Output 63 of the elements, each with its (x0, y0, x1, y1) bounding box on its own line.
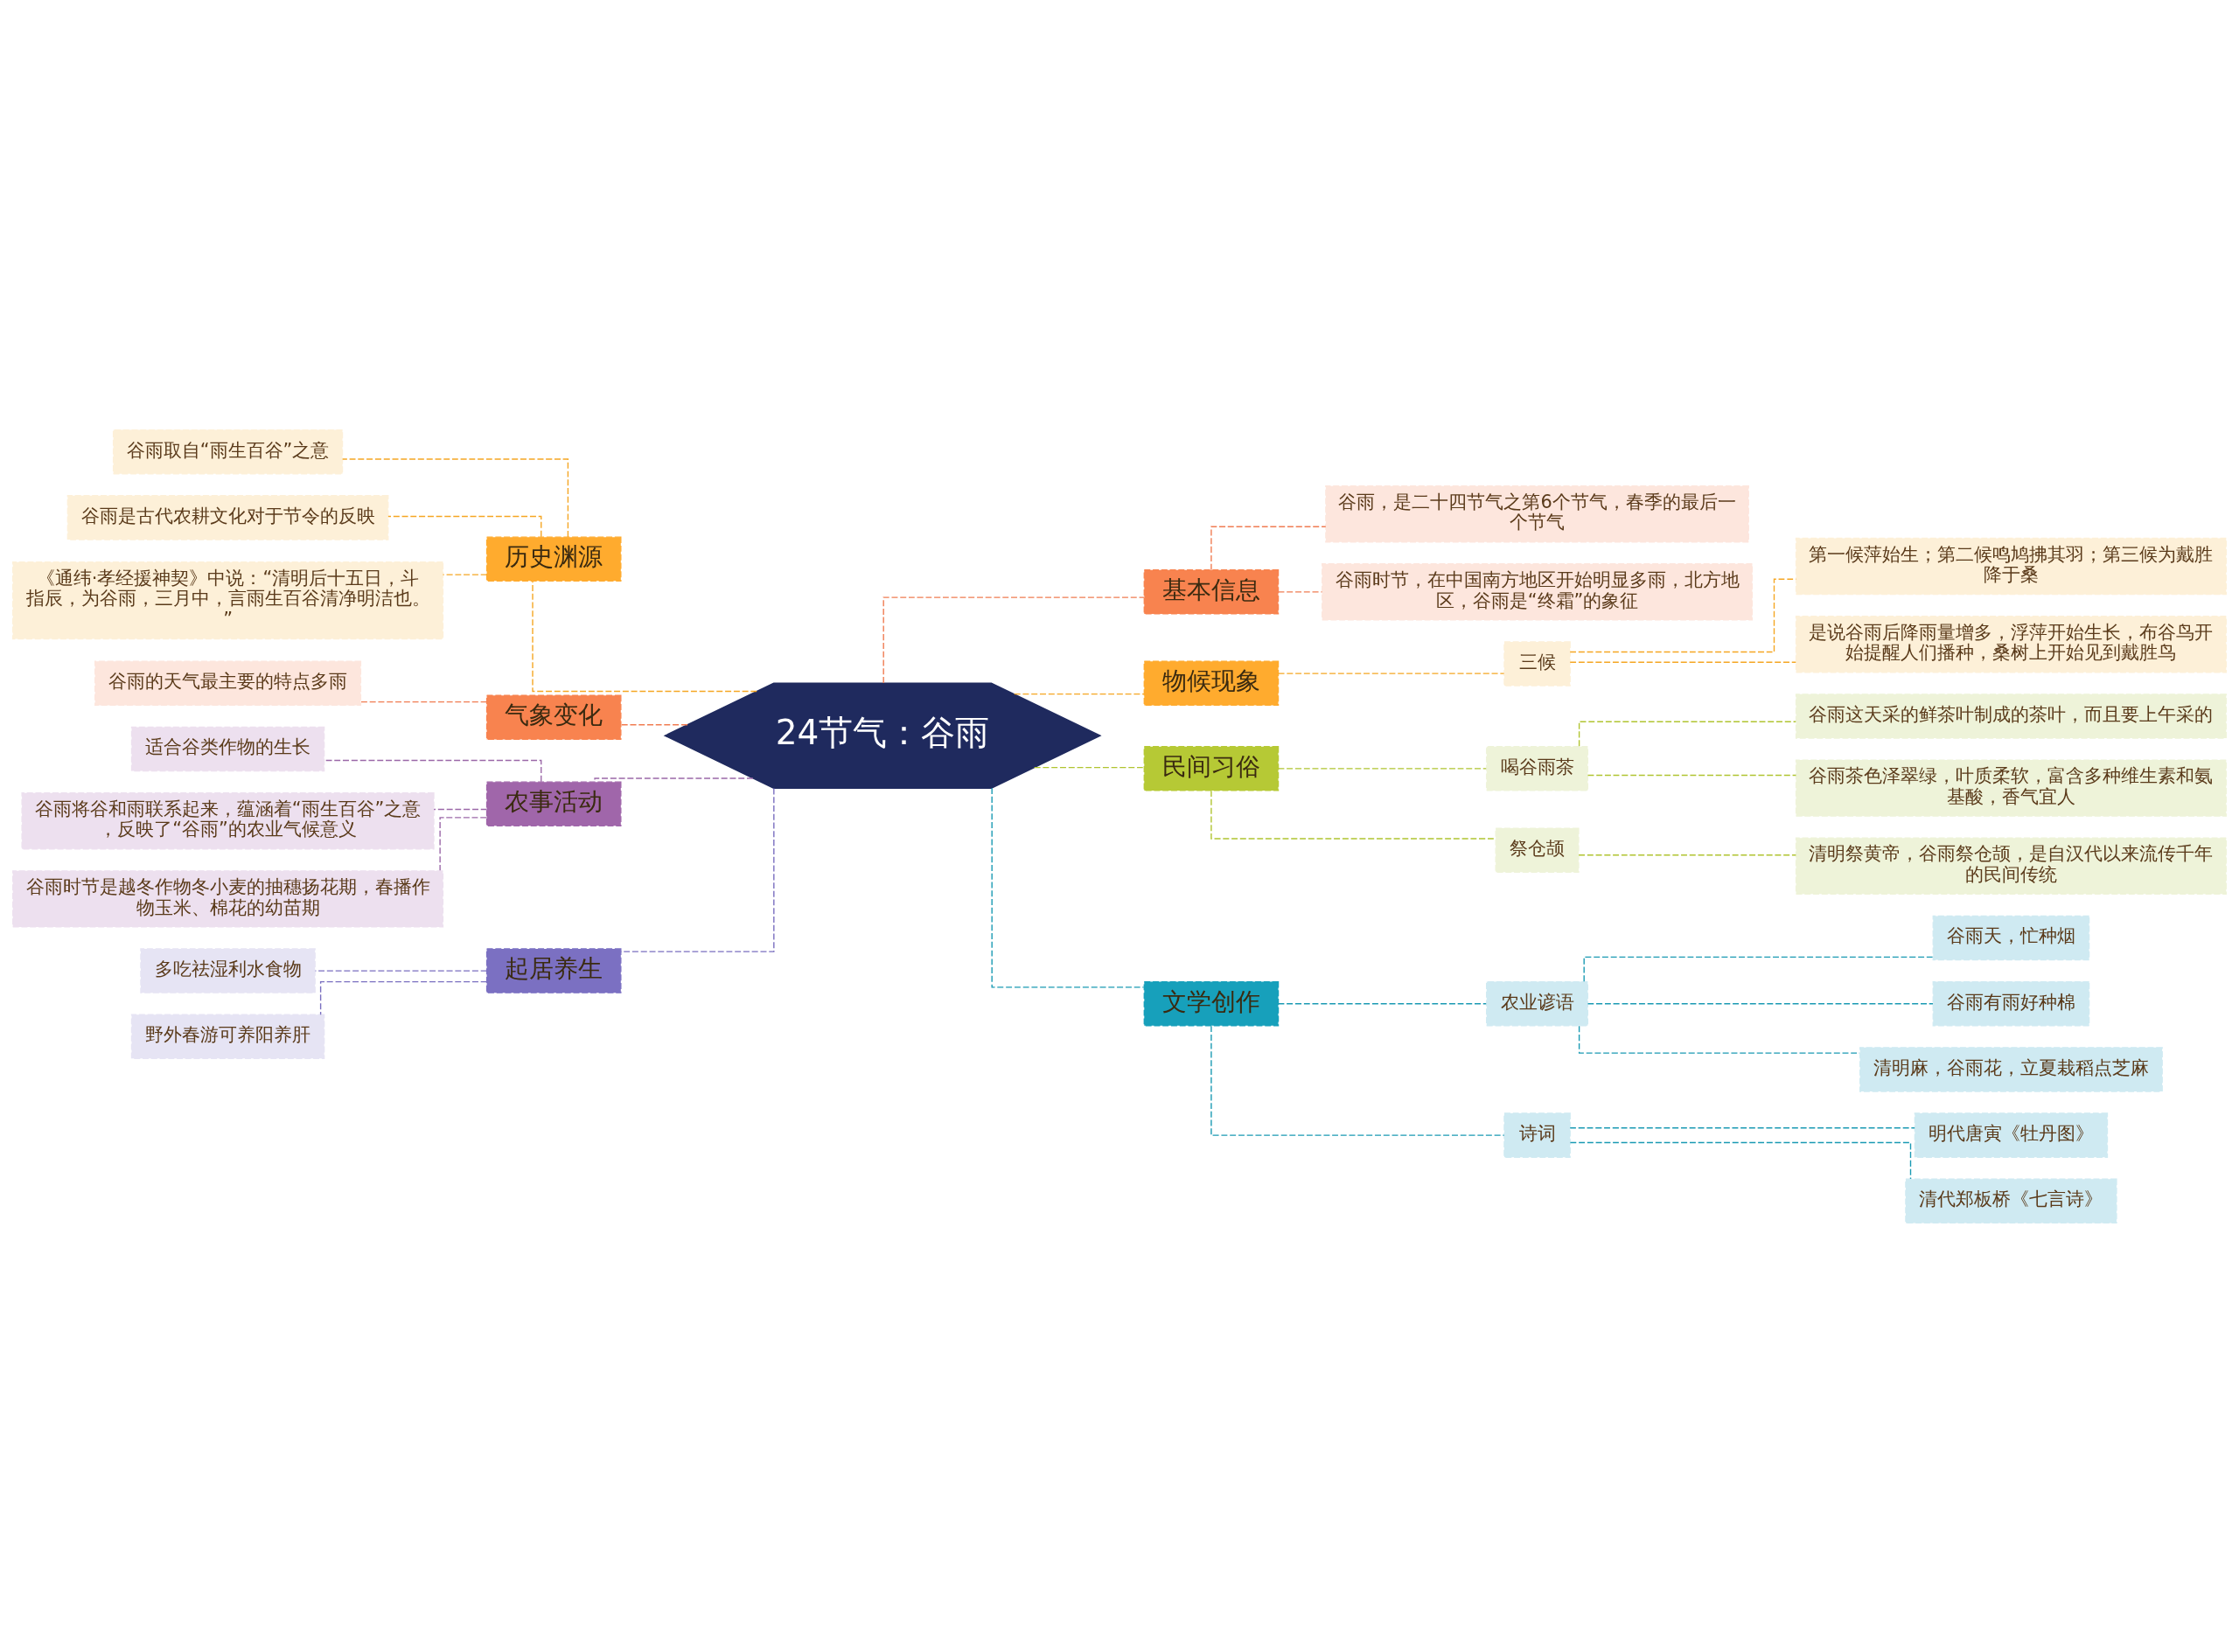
connector (882, 596, 1145, 684)
node-box: 文学创作 (1143, 980, 1280, 1026)
connector (1569, 661, 1797, 663)
connector (1210, 789, 1496, 840)
node-box: 清代郑板桥《七言诗》 (1905, 1178, 2117, 1223)
connector (1569, 1141, 1912, 1180)
connector (442, 573, 488, 575)
node-box: 谷雨将谷和雨联系起来，蕴涵着“雨生百谷”之意，反映了“谷雨”的农业气候意义 (21, 791, 435, 849)
node-box: 谷雨时节，在中国南方地区开始明显多雨，北方地区，谷雨是“终霜”的象征 (1322, 562, 1754, 621)
connector (1277, 1002, 1487, 1004)
connector (359, 701, 488, 702)
node-box: 谷雨是古代农耕文化对于节令的反映 (66, 494, 389, 540)
connector (341, 457, 569, 538)
connector (439, 816, 488, 871)
connector (433, 808, 488, 810)
node-box: 谷雨时节是越冬作物冬小麦的抽穗扬花期，春播作物玉米、棉花的幼苗期 (12, 869, 444, 928)
node-box: 明代唐寅《牡丹图》 (1914, 1112, 2109, 1158)
node-box: 喝谷雨茶 (1486, 745, 1589, 791)
node-box: 农业谚语 (1486, 980, 1589, 1026)
node-box: 第一候萍始生；第二候鸣鸠拂其羽；第三候为戴胜降于桑 (1795, 537, 2227, 595)
node-box: 起居养生 (485, 947, 622, 993)
connector (620, 787, 775, 952)
node-box: 三候 (1503, 640, 1571, 687)
node-box: 谷雨，是二十四节气之第6个节气，春季的最后一个节气 (1325, 484, 1749, 542)
node-box: 谷雨天，忙种烟 (1932, 915, 2090, 960)
node-box: 民间习俗 (1143, 745, 1280, 791)
connector (532, 580, 757, 692)
node-box: 气象变化 (485, 694, 622, 740)
connector (1210, 526, 1327, 570)
connector (1034, 766, 1145, 768)
node-box: 是说谷雨后降雨量增多，浮萍开始生长，布谷鸟开始提醒人们播种，桑树上开始见到戴胜鸟 (1795, 615, 2227, 673)
connector (1578, 854, 1797, 855)
node-box: 野外春游可养阳养肝 (130, 1014, 325, 1059)
connector (1277, 673, 1505, 674)
node-box: 多吃祛湿利水食物 (140, 947, 316, 993)
node-box: 清明祭黄帝，谷雨祭仓颉，是自汉代以来流传千年的民间传统 (1795, 837, 2227, 895)
connector (991, 787, 1145, 988)
connector (1578, 721, 1796, 747)
node-box: 谷雨取自“雨生百谷”之意 (112, 429, 344, 474)
connector (319, 980, 488, 1015)
node-box: 谷雨这天采的鲜茶叶制成的茶叶，而且要上午采的 (1795, 693, 2227, 739)
connector (1014, 693, 1145, 694)
connector (1210, 1025, 1505, 1136)
node-box: 清明麻，谷雨花，立夏栽稻点芝麻 (1859, 1046, 2163, 1092)
connector (1277, 767, 1487, 770)
node-box: 历史渊源 (485, 535, 622, 582)
connector (1587, 1002, 1934, 1004)
node-box: 诗词 (1503, 1112, 1571, 1158)
connector (1583, 956, 1934, 982)
node-box: 谷雨茶色泽翠绿，叶质柔软，富含多种维生素和氨基酸，香气宜人 (1795, 758, 2227, 817)
connector (1569, 1126, 1915, 1128)
connector (1277, 590, 1323, 593)
connector (387, 515, 542, 537)
node-box: 物候现象 (1143, 660, 1280, 706)
node-box: 适合谷类作物的生长 (130, 726, 325, 771)
node-box: 《通纬·孝经援神契》中说：“清明后十五日，斗指辰，为谷雨，三月中，言雨生百谷清净明洁也。” (12, 561, 444, 639)
node-box: 祭仓颉 (1495, 826, 1580, 873)
node-box: 基本信息 (1143, 568, 1280, 615)
node-box: 谷雨有雨好种棉 (1932, 980, 2090, 1026)
connector (620, 723, 688, 725)
connector (1587, 774, 1797, 776)
node-box: 农事活动 (485, 780, 622, 826)
node-box: 谷雨的天气最主要的特点多雨 (94, 660, 362, 706)
